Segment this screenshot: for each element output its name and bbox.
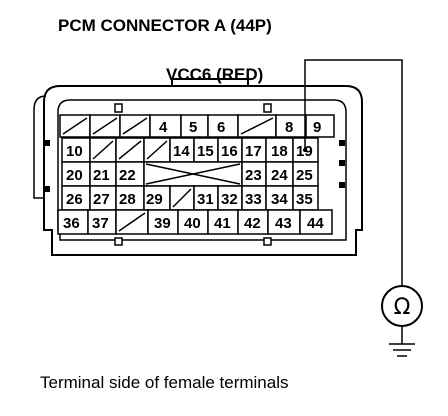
wire-contact-dot: [303, 148, 307, 152]
diagram-title: PCM CONNECTOR A (44P): [58, 16, 272, 35]
test-lead-wire: [304, 59, 403, 286]
ground-icon: [389, 326, 415, 357]
row-5-blank-slash: [118, 212, 146, 232]
terminal-row-1: [59, 114, 335, 138]
terminal-37: 37: [92, 215, 109, 232]
terminal-42: 42: [244, 215, 261, 232]
terminal-36: 36: [63, 215, 80, 232]
diagram-caption: Terminal side of female terminals: [40, 373, 288, 392]
terminal-23: 23: [245, 167, 262, 184]
terminal-26: 26: [66, 191, 83, 208]
terminal-9: 9: [313, 119, 321, 136]
row-3-blank-cross: [145, 163, 241, 185]
terminal-14: 14: [173, 143, 190, 160]
row-4-blank-slash: [172, 188, 192, 208]
terminal-6: 6: [217, 119, 225, 136]
terminal-44: 44: [307, 215, 324, 232]
terminal-31: 31: [197, 191, 214, 208]
housing-tabs: [114, 103, 272, 246]
terminal-43: 43: [275, 215, 292, 232]
connector-housing: [33, 78, 363, 256]
terminal-4: 4: [159, 119, 168, 136]
terminal-25: 25: [296, 167, 313, 184]
terminal-22: 22: [119, 167, 136, 184]
terminal-34: 34: [271, 191, 288, 208]
terminal-39: 39: [154, 215, 171, 232]
ohm-symbol: Ω: [394, 295, 411, 320]
terminal-27: 27: [93, 191, 110, 208]
terminal-5: 5: [189, 119, 197, 136]
terminal-15: 15: [197, 143, 214, 160]
terminal-28: 28: [119, 191, 136, 208]
terminal-17: 17: [245, 143, 262, 160]
side-locks: [44, 140, 345, 192]
terminal-40: 40: [184, 215, 201, 232]
terminal-29: 29: [146, 191, 163, 208]
row-1-blank-slashes: [62, 117, 274, 135]
terminal-41: 41: [214, 215, 231, 232]
terminal-33: 33: [245, 191, 262, 208]
terminal-18: 18: [271, 143, 288, 160]
terminal-16: 16: [221, 143, 238, 160]
terminal-10: 10: [66, 143, 83, 160]
terminal-24: 24: [271, 167, 288, 184]
terminal-21: 21: [93, 167, 110, 184]
row-2-blank-slashes: [92, 140, 168, 160]
terminal-35: 35: [296, 191, 313, 208]
terminal-32: 32: [221, 191, 238, 208]
terminal-20: 20: [66, 167, 83, 184]
terminal-row-5: [57, 209, 333, 235]
terminal-8: 8: [285, 119, 293, 136]
